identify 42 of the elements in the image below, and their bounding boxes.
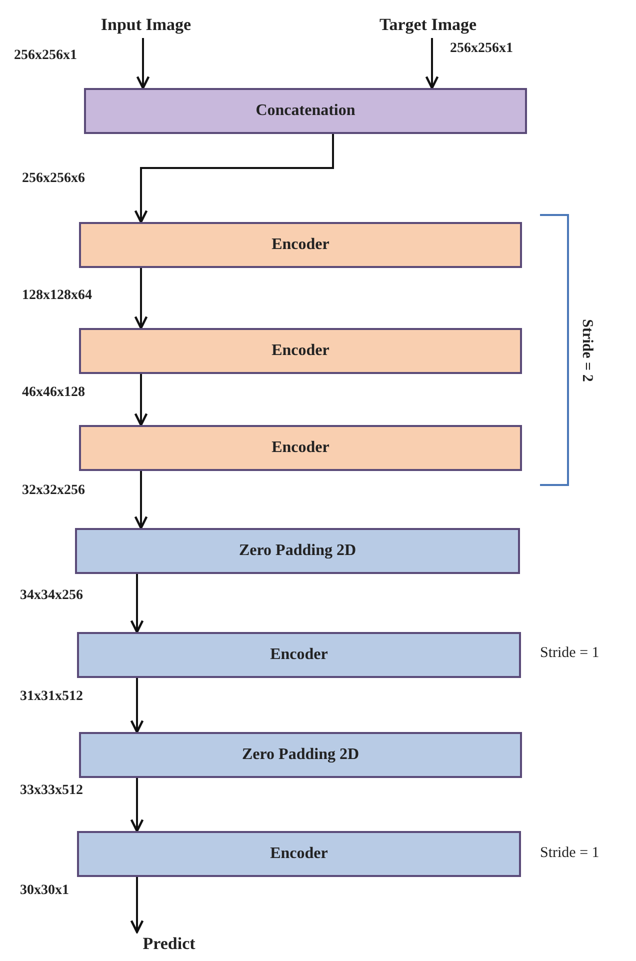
encoder-box — [79, 425, 522, 471]
edge-label: 256x256x1 — [450, 41, 513, 57]
box-label: Zero Padding 2D — [242, 746, 360, 764]
box-label: Encoder — [272, 236, 330, 254]
box-label: Concatenation — [256, 102, 356, 120]
edge-label: 46x46x128 — [22, 385, 85, 401]
arrow — [130, 877, 144, 934]
arrow — [136, 38, 150, 90]
edge-label: 33x33x512 — [20, 783, 83, 799]
edge-label: 34x34x256 — [20, 588, 83, 604]
stride-note: Stride = 1 — [540, 845, 600, 862]
edge-label: 128x128x64 — [22, 288, 92, 304]
arrow — [425, 38, 439, 90]
edge-label: 30x30x1 — [20, 883, 69, 899]
node-label: Input Image — [100, 15, 192, 35]
stride-note: Stride = 2 — [578, 319, 595, 382]
edge-label: 31x31x512 — [20, 689, 83, 705]
edge-label: 256x256x6 — [22, 171, 85, 187]
node-label: Target Image — [379, 15, 477, 35]
encoder-box — [79, 328, 522, 374]
layer-box — [77, 632, 521, 678]
arrow — [134, 134, 334, 224]
encoder-box — [79, 222, 522, 268]
box-label: Encoder — [270, 646, 328, 664]
arrow — [134, 268, 148, 330]
layer-box — [77, 831, 521, 877]
arrow — [130, 678, 144, 734]
box-label: Encoder — [272, 342, 330, 360]
process-box — [84, 88, 527, 134]
arrow — [130, 778, 144, 832]
stride-note: Stride = 1 — [540, 645, 600, 662]
box-label: Encoder — [272, 439, 330, 457]
arrow — [134, 471, 148, 530]
arrow — [134, 374, 148, 426]
edge-label: 256x256x1 — [14, 48, 77, 64]
layer-box — [75, 528, 520, 574]
layer-box — [79, 732, 522, 778]
box-label: Zero Padding 2D — [238, 542, 356, 560]
box-label: Encoder — [270, 845, 328, 863]
node-label: Predict — [142, 934, 196, 954]
edge-label: 32x32x256 — [22, 483, 85, 499]
arrow — [130, 574, 144, 634]
